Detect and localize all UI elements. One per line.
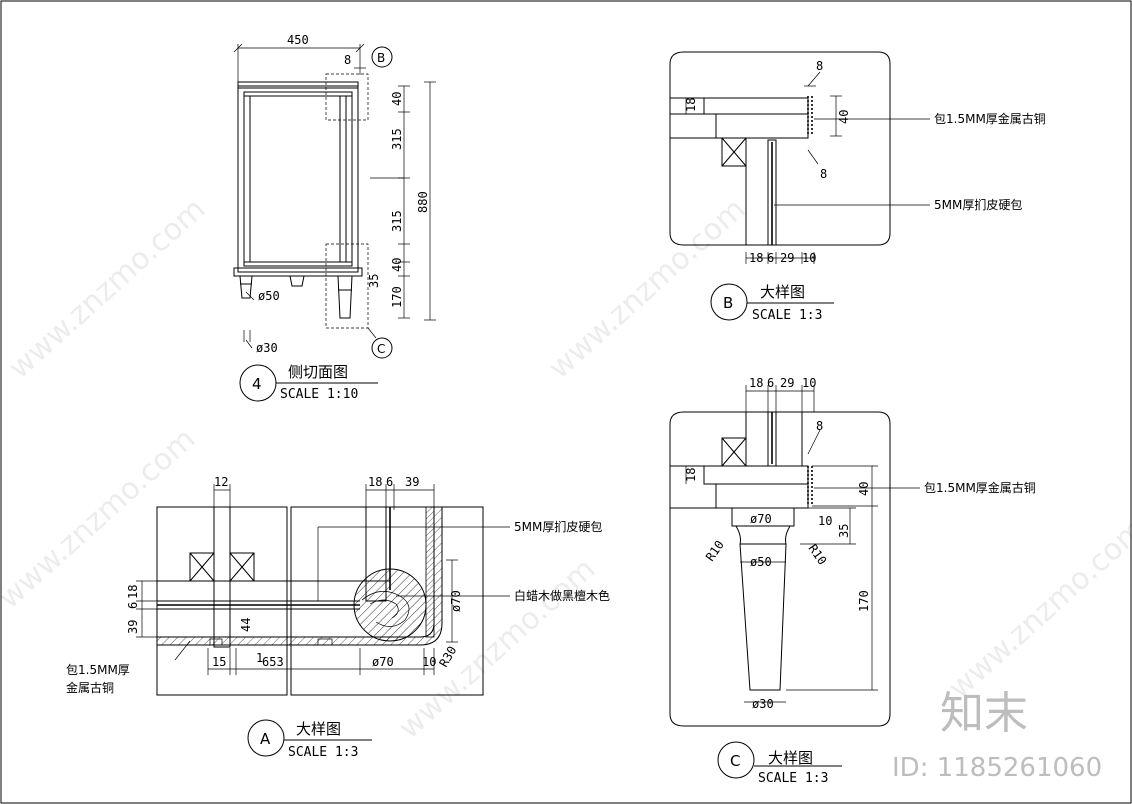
side-section-title: 侧切面图 [288, 363, 348, 381]
c-dim-height: 170 [857, 590, 871, 612]
c-dim-d35: 35 [837, 524, 851, 538]
b-label-metal: 包1.5MM厚金属古铜 [934, 111, 1046, 126]
svg-text:www.znzmo.com: www.znzmo.com [2, 192, 212, 386]
a-dim-b2: 1 [256, 651, 263, 665]
c-dim-t1: 18 [749, 376, 763, 390]
side-dim-top-gap: 8 [344, 53, 351, 67]
detail-c-view: 18 6 29 10 8 18 包1.5MM厚金属古铜 ø70 10 ø50 R… [669, 376, 1036, 786]
side-dim-h-top: 40 [390, 92, 404, 106]
c-dim-d10: 10 [818, 514, 832, 528]
c-dim-r-left: R10 [703, 538, 727, 564]
a-label-metal-1: 包1.5MM厚 [66, 663, 130, 677]
c-dim-t4: 10 [802, 376, 816, 390]
a-label-wood: 白蜡木做黑檀木色 [514, 588, 610, 603]
a-dim-b5: 10 [422, 655, 436, 669]
detail-a-marker [247, 719, 285, 757]
c-dim-dia70: ø70 [750, 512, 772, 526]
side-leg-dia-top: ø50 [258, 289, 280, 303]
detail-a-title: 大样图 [296, 720, 341, 738]
b-dim-b2: 6 [767, 251, 774, 265]
a-label-leather: 5MM厚扪皮硬包 [514, 519, 602, 534]
c-dim-board: 18 [684, 468, 698, 482]
b-dim-b3: 29 [780, 251, 794, 265]
side-leg-dia-bottom: ø30 [256, 341, 278, 355]
brand-watermark: 知末 [940, 688, 1028, 739]
detail-b-title: 大样图 [760, 283, 805, 301]
id-watermark: ID: 1185261060 [892, 753, 1102, 783]
callout-b-circle [371, 46, 393, 68]
callout-c-label: C [377, 342, 385, 356]
a-label-metal-2: 金属古铜 [66, 680, 114, 695]
svg-text:www.znzmo.com: www.znzmo.com [392, 552, 602, 746]
c-label-metal: 包1.5MM厚金属古铜 [924, 480, 1036, 495]
c-dim-dia50: ø50 [750, 555, 772, 569]
detail-c-marker [717, 741, 755, 779]
callout-b-label: B [377, 51, 385, 65]
svg-text:www.znzmo.com: www.znzmo.com [542, 192, 752, 386]
b-dim-b1: 18 [749, 251, 763, 265]
svg-text:www.znzmo.com: www.znzmo.com [942, 512, 1132, 706]
detail-b-letter: B [723, 294, 733, 312]
a-dim-gap: 44 [239, 618, 253, 632]
detail-c-letter: C [730, 752, 740, 770]
side-section-scale: SCALE 1:10 [280, 387, 358, 402]
side-dim-width: 450 [287, 33, 309, 47]
detail-a-scale: SCALE 1:3 [288, 745, 358, 760]
side-dim-h-bot: 40 [390, 258, 404, 272]
detail-c-title: 大样图 [768, 749, 813, 767]
side-dim-total: 880 [416, 191, 430, 213]
b-dim-side: 8 [820, 167, 827, 181]
a-dim-t2: 6 [386, 475, 393, 489]
detail-b-marker [710, 283, 748, 321]
c-dim-r-right: R10 [806, 542, 830, 568]
side-dim-h-small: 35 [367, 274, 381, 288]
side-dim-h2: 315 [390, 210, 404, 232]
a-dim-l2: 6 [126, 602, 140, 609]
side-section-number: 4 [252, 375, 262, 393]
side-dim-leg: 170 [390, 286, 404, 308]
c-dim-dia30: ø30 [752, 697, 774, 711]
side-dim-h1: 315 [390, 128, 404, 150]
detail-a-view: 12 18 6 39 [66, 475, 610, 760]
a-dim-t3: 39 [405, 475, 419, 489]
a-dim-t1: 18 [368, 475, 382, 489]
b-dim-top: 8 [816, 59, 823, 73]
svg-text:www.znzmo.com: www.znzmo.com [0, 422, 202, 616]
c-dim-side: 8 [816, 419, 823, 433]
b-dim-b4: 10 [802, 251, 816, 265]
a-dim-top-w: 12 [214, 475, 228, 489]
a-dim-l1: 18 [126, 585, 140, 599]
detail-c-scale: SCALE 1:3 [758, 771, 828, 786]
detail-a-letter: A [260, 730, 271, 748]
detail-b-view: 18 40 8 8 包1.5MM厚金属古铜 5MM厚扪皮硬包 18 6 29 1… [669, 51, 1046, 323]
a-dim-dia: ø70 [449, 590, 463, 612]
watermark-layer: www.znzmo.com www.znzmo.com www.znzmo.co… [0, 192, 1132, 746]
b-dim-board: 18 [684, 98, 698, 112]
b-dim-edge: 40 [837, 110, 851, 124]
b-label-leather: 5MM厚扪皮硬包 [934, 197, 1022, 212]
a-dim-b4: ø70 [372, 655, 394, 669]
a-dim-b3: 653 [262, 655, 284, 669]
a-dim-b1: 15 [212, 655, 226, 669]
detail-b-scale: SCALE 1:3 [752, 308, 822, 323]
callout-c-circle [371, 337, 393, 359]
side-section-view: 450 8 B ø50 ø30 [233, 33, 436, 402]
c-dim-t3: 29 [780, 376, 794, 390]
c-dim-t2: 6 [767, 376, 774, 390]
a-dim-l3: 39 [126, 620, 140, 634]
c-dim-edge: 40 [857, 482, 871, 496]
